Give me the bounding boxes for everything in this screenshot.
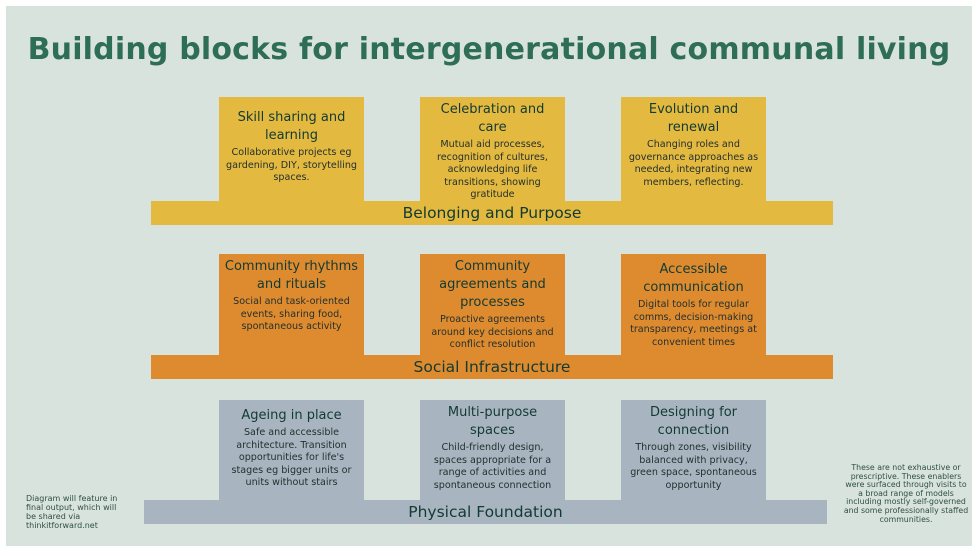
block-title: Evolution and renewal <box>648 102 739 135</box>
block-title: Community rhythms and rituals <box>224 259 359 292</box>
diagram-title: Building blocks for intergenerational co… <box>27 32 951 67</box>
block-description: Collaborative projects eg gardening, DIY… <box>225 147 357 183</box>
tier-bar-physical-foundation: Physical Foundation <box>144 500 827 524</box>
block-title: Celebration and care <box>440 102 545 135</box>
block-description: Social and task-oriented events, sharing… <box>233 296 350 332</box>
block-ageing-in-place: Ageing in place Safe and accessible arch… <box>219 400 364 508</box>
block-description: Proactive agreements around key decision… <box>431 314 554 350</box>
block-description: Safe and accessible architecture. Transi… <box>231 427 352 488</box>
block-community-agreements: Community agreements and processes Proac… <box>420 254 565 366</box>
block-title: Ageing in place <box>241 408 342 423</box>
block-accessible-communication: Accessible communication Digital tools f… <box>621 254 766 366</box>
tier-bar-social-infrastructure: Social Infrastructure <box>151 355 833 379</box>
footnote-left: Diagram will feature in final output, wh… <box>26 494 118 530</box>
block-evolution-renewal: Evolution and renewal Changing roles and… <box>621 97 766 209</box>
block-title: Accessible communication <box>643 262 744 295</box>
block-skill-sharing: Skill sharing and learning Collaborative… <box>219 97 364 209</box>
diagram-canvas: Building blocks for intergenerational co… <box>6 6 972 546</box>
block-description: Digital tools for regular comms, decisio… <box>630 299 757 348</box>
block-title: Community agreements and processes <box>439 259 546 310</box>
block-description: Through zones, visibility balanced with … <box>630 442 757 491</box>
block-multi-purpose-spaces: Multi-purpose spaces Child-friendly desi… <box>420 400 565 508</box>
tier-bar-belonging-purpose: Belonging and Purpose <box>151 201 833 225</box>
block-title: Multi-purpose spaces <box>447 405 538 438</box>
block-description: Mutual aid processes, recognition of cul… <box>437 139 548 200</box>
block-title: Designing for connection <box>650 405 737 438</box>
block-description: Changing roles and governance approaches… <box>628 139 759 188</box>
block-title: Skill sharing and learning <box>237 110 346 143</box>
block-community-rhythms: Community rhythms and rituals Social and… <box>219 254 364 366</box>
block-description: Child-friendly design, spaces appropriat… <box>433 442 552 491</box>
footnote-right: These are not exhaustive or prescriptive… <box>843 463 969 524</box>
block-celebration-care: Celebration and care Mutual aid processe… <box>420 97 565 209</box>
block-designing-connection: Designing for connection Through zones, … <box>621 400 766 508</box>
